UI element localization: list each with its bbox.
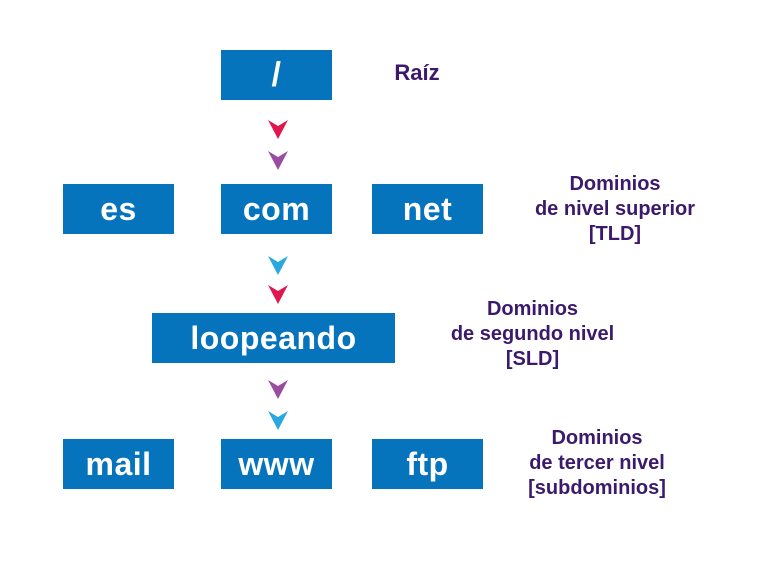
arrow-sld-to-sub-1 <box>268 380 288 399</box>
tld-node-es: es <box>63 184 174 234</box>
arrow-sld-to-sub-2 <box>268 411 288 430</box>
arrow-root-to-tld-2 <box>268 151 288 170</box>
root-node-label: / <box>271 55 282 94</box>
sub-level-label: Dominios de tercer nivel [subdominios] <box>528 427 666 499</box>
arrow-tld-to-sld-2 <box>268 285 288 304</box>
root-level-label: Raíz <box>394 60 440 85</box>
sub-node-www: www <box>221 439 332 489</box>
sub-node-mail: mail <box>63 439 174 489</box>
arrow-root-to-tld-1 <box>268 120 288 139</box>
root-node: / <box>221 50 332 100</box>
tld-level-label: Dominios de nivel superior [TLD] <box>534 173 696 245</box>
sld-node-loopeando: loopeando <box>152 313 395 363</box>
tld-node-com: com <box>221 184 332 234</box>
tld-node-net: net <box>372 184 483 234</box>
arrow-tld-to-sld-1 <box>268 256 288 275</box>
sld-level-label: Dominios de segundo nivel [SLD] <box>450 298 615 370</box>
sub-node-ftp: ftp <box>372 439 483 489</box>
